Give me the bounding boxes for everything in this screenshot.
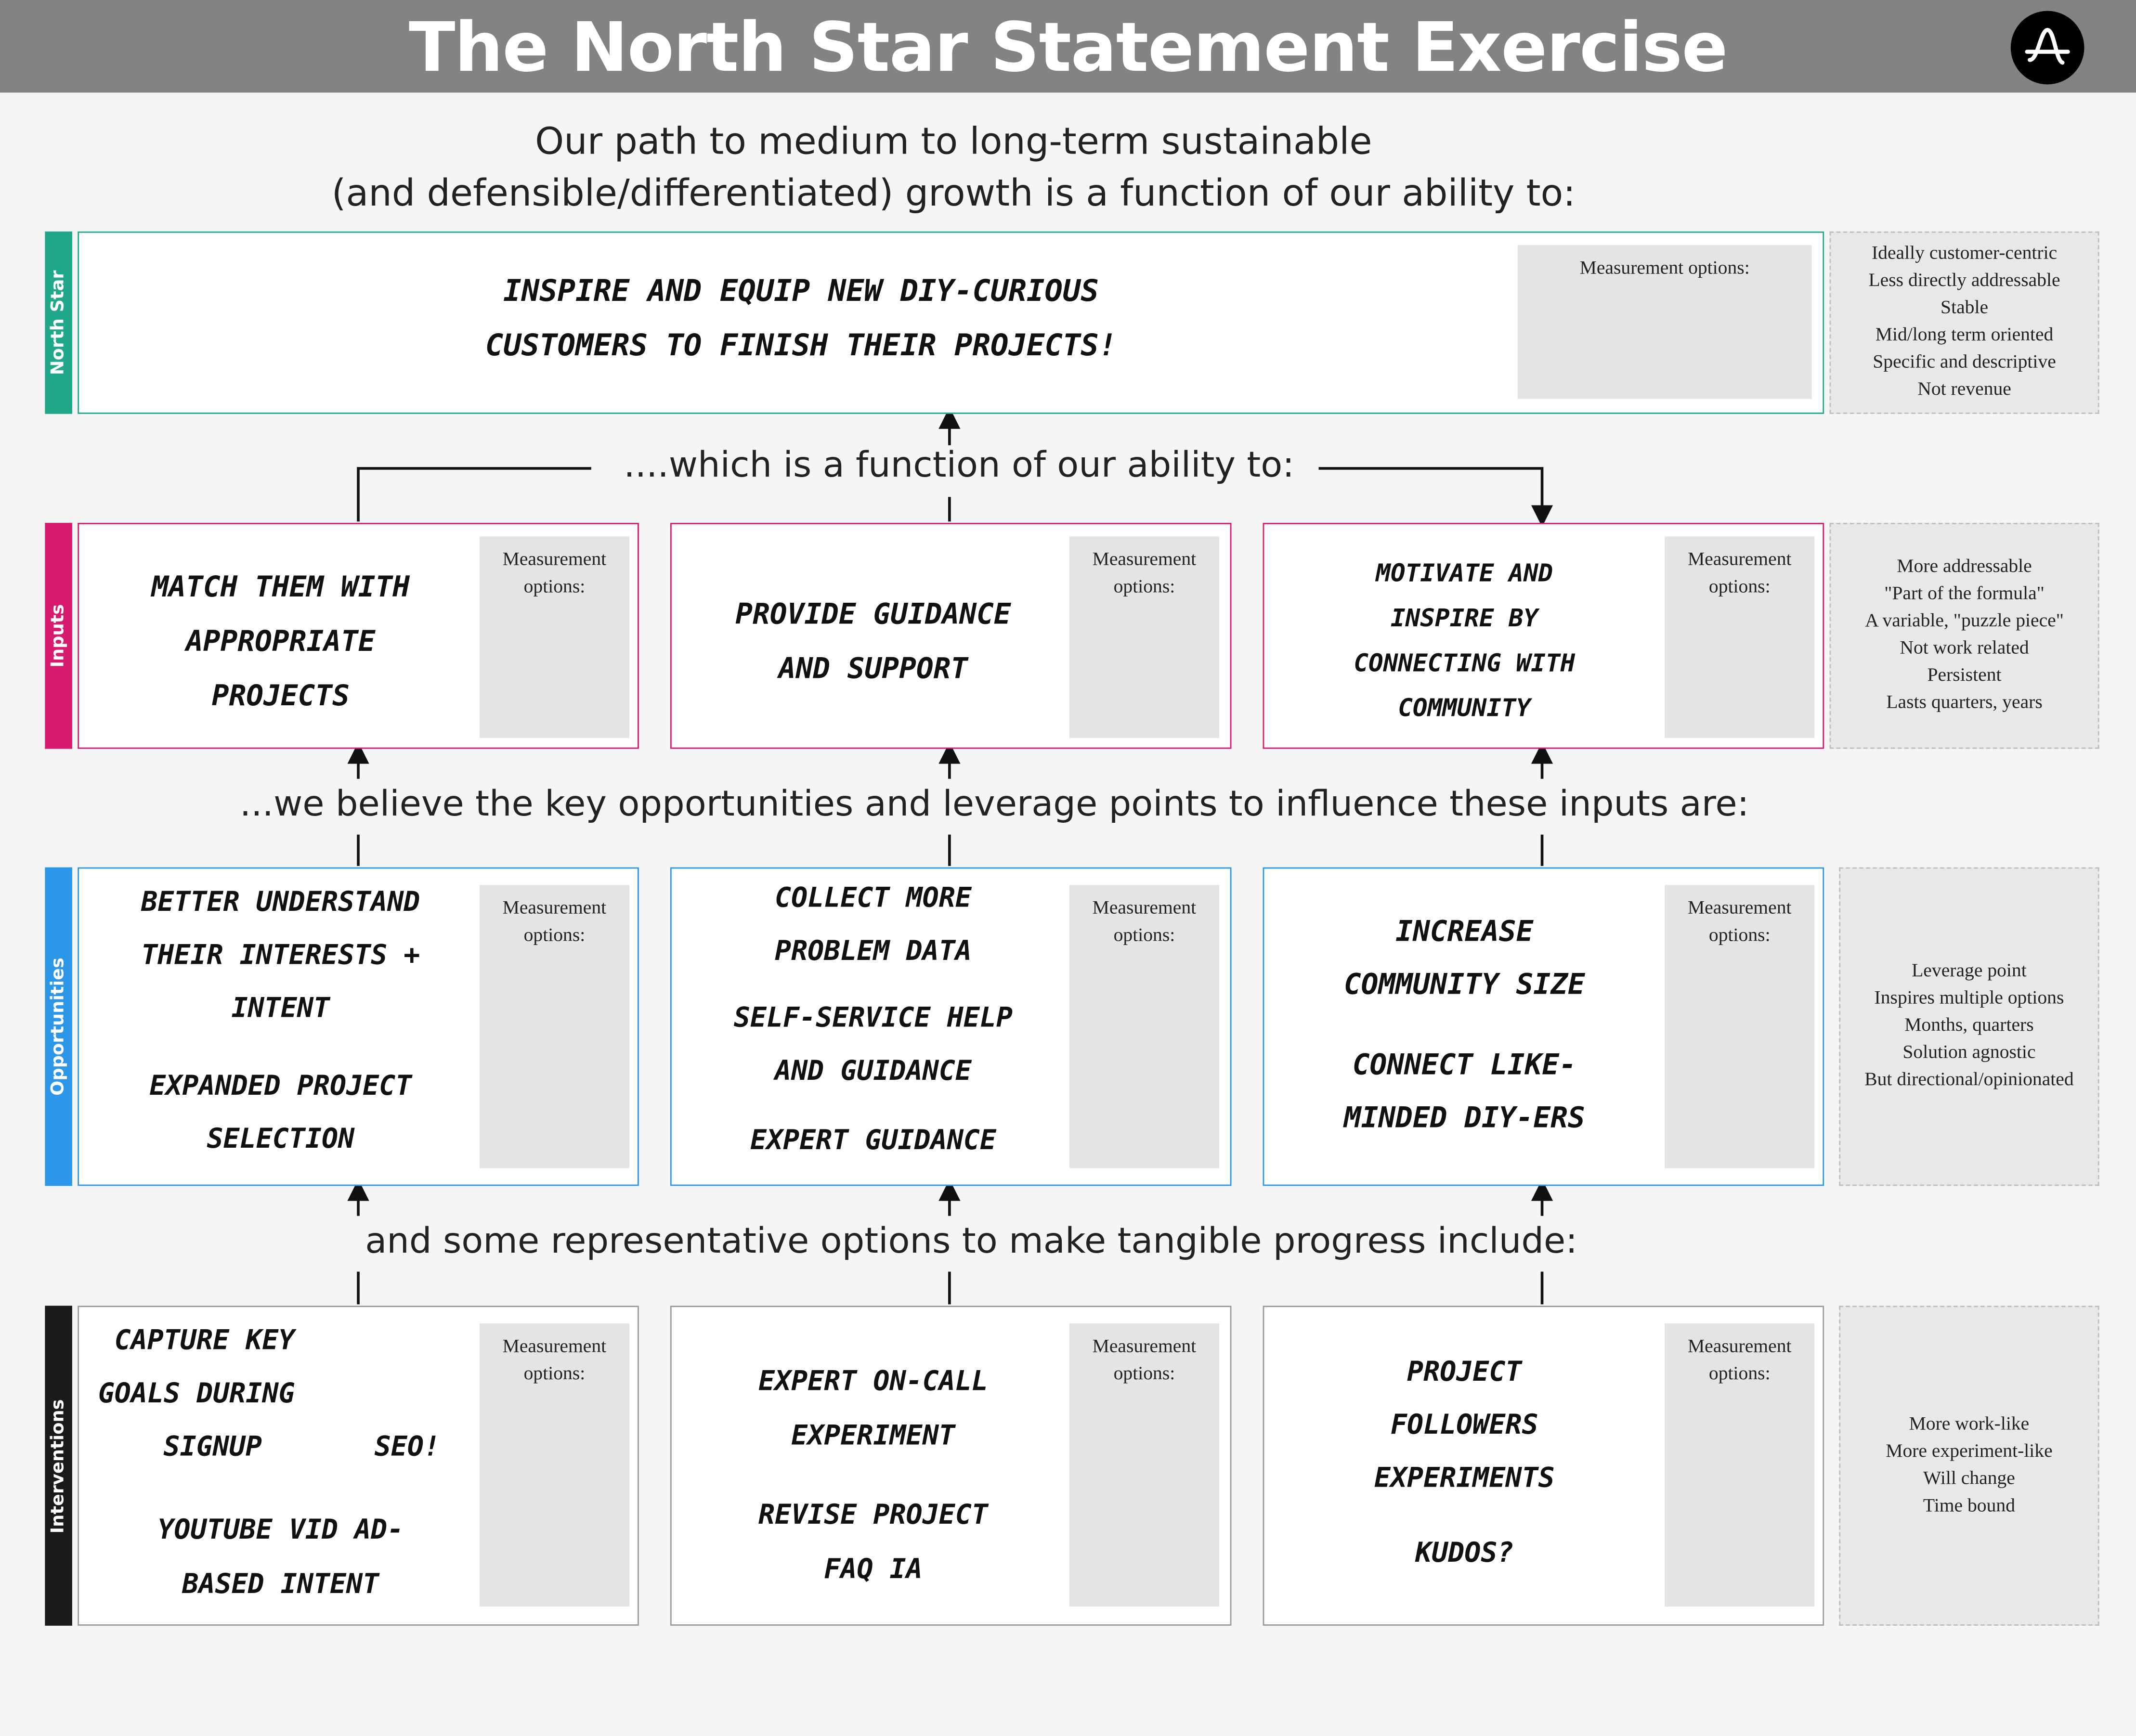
intervention-card-2: Expert on-call experiment Revise project…	[670, 1306, 1232, 1626]
opportunities-notes: Leverage point Inspires multiple options…	[1839, 867, 2099, 1186]
row-label-opportunities: Opportunities	[45, 867, 72, 1186]
input-card-3: Motivate and inspire by connecting with …	[1263, 523, 1824, 749]
input-card-2-text: Provide guidance and support	[735, 597, 1011, 685]
opportunity-card-1: Better understand their interests + inte…	[78, 867, 639, 1186]
title-bar	[0, 0, 2136, 93]
intervention-card-1: Capture key goals during signup SEO! You…	[78, 1306, 639, 1626]
row-label-interventions: Interventions	[45, 1306, 72, 1626]
connector-text-1: ....which is a function of our ability t…	[599, 445, 1319, 486]
page-title: The North Star Statement Exercise	[408, 8, 1728, 88]
input-card-1: Match them with appropriate projects Mea…	[78, 523, 639, 749]
opportunity-card-3-text: Increase community size Connect like- mi…	[1343, 915, 1585, 1134]
interventions-notes: More work-like More experiment-like Will…	[1839, 1306, 2099, 1626]
opportunity-card-2: Collect more problem data Self-service h…	[670, 867, 1232, 1186]
inputs-notes: More addressable "Part of the formula" A…	[1829, 523, 2099, 749]
north-star-statement: Inspire and equip new DIY-curious custom…	[485, 275, 1117, 364]
opportunity-card-2-text: Collect more problem data Self-service h…	[733, 881, 1013, 1156]
opportunity-card-3: Increase community size Connect like- mi…	[1263, 867, 1824, 1186]
intervention-card-2-text: Expert on-call experiment Revise project…	[758, 1364, 988, 1585]
input-card-2: Provide guidance and support Measurement…	[670, 523, 1232, 749]
north-star-card: Inspire and equip new DIY-curious custom…	[78, 231, 1824, 414]
intervention-card-1-text-a: Capture key goals during signup	[98, 1323, 295, 1463]
measurement-options-box: Measurement options:	[1517, 245, 1812, 399]
intervention-card-3-text: Project followers experiments Kudos?	[1374, 1355, 1555, 1569]
row-label-inputs: Inputs	[45, 523, 72, 749]
amplitude-logo-icon	[2010, 11, 2084, 85]
connector-text-3: and some representative options to make …	[357, 1221, 1577, 1262]
intro-line-1: Our path to medium to long-term sustaina…	[535, 121, 1372, 164]
intervention-card-3: Project followers experiments Kudos? Mea…	[1263, 1306, 1824, 1626]
north-star-notes: Ideally customer-centric Less directly a…	[1829, 231, 2099, 414]
intro-line-2: (and defensible/differentiated) growth i…	[331, 173, 1576, 215]
intervention-card-1-seo: SEO!	[374, 1429, 441, 1463]
input-card-1-text: Match them with appropriate projects	[151, 570, 410, 713]
row-label-north-star: North Star	[45, 231, 72, 414]
connector-text-2: ...we believe the key opportunities and …	[231, 784, 1749, 825]
intervention-card-1-text-b: YouTube vid ad- based intent	[157, 1513, 404, 1600]
opportunity-card-1-text: Better understand their interests + inte…	[141, 885, 420, 1155]
input-card-3-text: Motivate and inspire by connecting with …	[1354, 559, 1576, 723]
